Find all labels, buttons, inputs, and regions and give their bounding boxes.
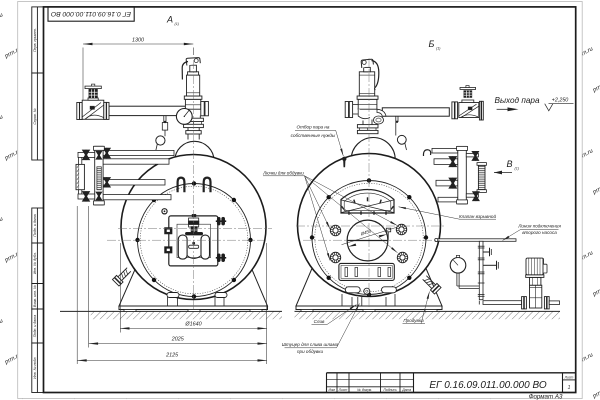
svg-text:№ докум.: № докум.: [357, 388, 372, 392]
svg-text:Ø1640: Ø1640: [184, 322, 201, 328]
svg-text:ЕГ 0.16.09.011.00.000 ВО: ЕГ 0.16.09.011.00.000 ВО: [51, 10, 131, 17]
svg-text:prm.ru: prm.ru: [591, 182, 600, 196]
svg-text:Клапан взрывной: Клапан взрывной: [459, 213, 497, 219]
svg-text:Взам. инв. №: Взам. инв. №: [33, 285, 37, 307]
svg-text:Инв. № подл.: Инв. № подл.: [33, 357, 37, 379]
svg-text:Перв. примен.: Перв. примен.: [33, 28, 37, 52]
svg-text:Изм: Изм: [329, 388, 336, 392]
svg-text:Подпись: Подпись: [383, 388, 397, 392]
svg-text:ЕГ 0.16.09.011.00.000 ВО: ЕГ 0.16.09.011.00.000 ВО: [429, 380, 547, 391]
svg-text:(1): (1): [515, 167, 519, 171]
svg-text:1: 1: [568, 385, 571, 391]
svg-text:+2,250: +2,250: [552, 98, 569, 104]
svg-text:2125: 2125: [165, 352, 179, 358]
svg-text:prm.ru: prm.ru: [591, 80, 600, 94]
svg-text:Штуцер для слива шлама: Штуцер для слива шлама: [282, 342, 339, 347]
svg-text:Ø450: Ø450: [359, 228, 372, 236]
svg-text:Лючки для обдувки: Лючки для обдувки: [262, 170, 304, 175]
svg-text:Дата: Дата: [401, 388, 411, 392]
svg-text:Отбор пара на: Отбор пара на: [297, 124, 330, 129]
svg-text:Слив: Слив: [314, 319, 325, 324]
svg-text:(1): (1): [436, 47, 440, 51]
svg-text:Инв. № дубл.: Инв. № дубл.: [33, 252, 37, 274]
svg-text:Лист: Лист: [338, 388, 348, 392]
svg-text:Справ. №: Справ. №: [33, 108, 37, 124]
svg-text:Линия подключения: Линия подключения: [517, 223, 561, 228]
svg-text:при обдувки: при обдувки: [297, 349, 323, 354]
svg-text:prm.ru: prm.ru: [591, 284, 600, 298]
svg-text:второго насоса: второго насоса: [522, 230, 557, 235]
svg-text:Формат А3: Формат А3: [529, 394, 563, 400]
svg-text:Выход пара: Выход пара: [494, 96, 539, 105]
svg-text:собственные нужды: собственные нужды: [291, 133, 336, 138]
svg-text:А: А: [166, 15, 173, 25]
svg-text:prm.ru: prm.ru: [591, 386, 600, 400]
svg-text:Лист: Лист: [564, 375, 574, 379]
svg-text:В: В: [507, 159, 513, 169]
svg-text:(1): (1): [175, 22, 179, 26]
svg-text:Б: Б: [429, 39, 435, 49]
svg-text:2025: 2025: [171, 336, 185, 342]
svg-text:Продувка: Продувка: [403, 318, 424, 323]
svg-text:Подп. и дата: Подп. и дата: [33, 214, 37, 237]
svg-text:1300: 1300: [132, 38, 144, 44]
svg-text:Подп. и дата: Подп. и дата: [33, 315, 37, 338]
